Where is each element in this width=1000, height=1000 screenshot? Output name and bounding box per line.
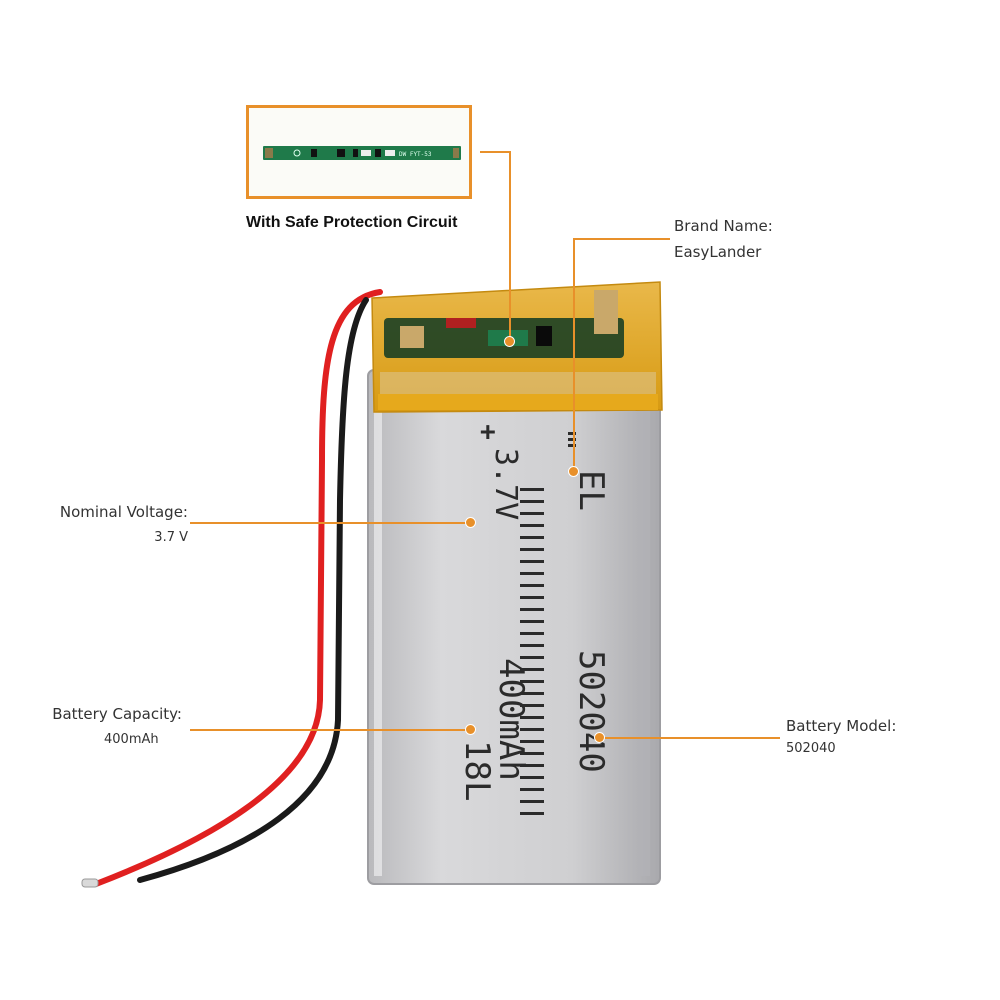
capacity-label: Battery Capacity: (52, 705, 182, 723)
inset-caption: With Safe Protection Circuit (246, 214, 458, 231)
model-leader (600, 737, 780, 739)
brand-leader-v (573, 238, 575, 470)
pcb-leader-h (480, 151, 510, 153)
voltage-value: 3.7 V (154, 530, 188, 545)
capacity-leader (190, 729, 470, 731)
pcb-leader-dot (504, 336, 515, 347)
print-code-text: 18L (457, 740, 497, 801)
model-value: 502040 (786, 741, 836, 756)
brand-leader-h (574, 238, 670, 240)
black-wire (137, 297, 369, 883)
pcb-inset-frame: DW FYT-53 (246, 105, 472, 199)
pcb-board-image: DW FYT-53 (263, 146, 461, 160)
model-leader-dot (594, 732, 605, 743)
print-brand-text: EL (571, 470, 611, 511)
print-voltage-text: 3.7V (488, 448, 523, 520)
print-model-text: 502040 (571, 650, 611, 773)
capacity-leader-dot (465, 724, 476, 735)
voltage-label: Nominal Voltage: (59, 503, 188, 521)
print-capacity-text: 400mAh (491, 658, 531, 781)
pcb-leader-v (509, 151, 511, 341)
print-barcode-pattern (520, 488, 544, 815)
brand-label: Brand Name: (674, 217, 773, 235)
print-plus-sign: + (480, 417, 496, 447)
model-label: Battery Model: (786, 717, 897, 735)
red-wire (93, 289, 383, 887)
capacity-value: 400mAh (104, 732, 159, 747)
pcb-marking: DW FYT-53 (399, 151, 432, 158)
voltage-leader-dot (465, 517, 476, 528)
brand-value: EasyLander (674, 243, 762, 261)
brand-leader-dot (568, 466, 579, 477)
voltage-leader (190, 522, 470, 524)
